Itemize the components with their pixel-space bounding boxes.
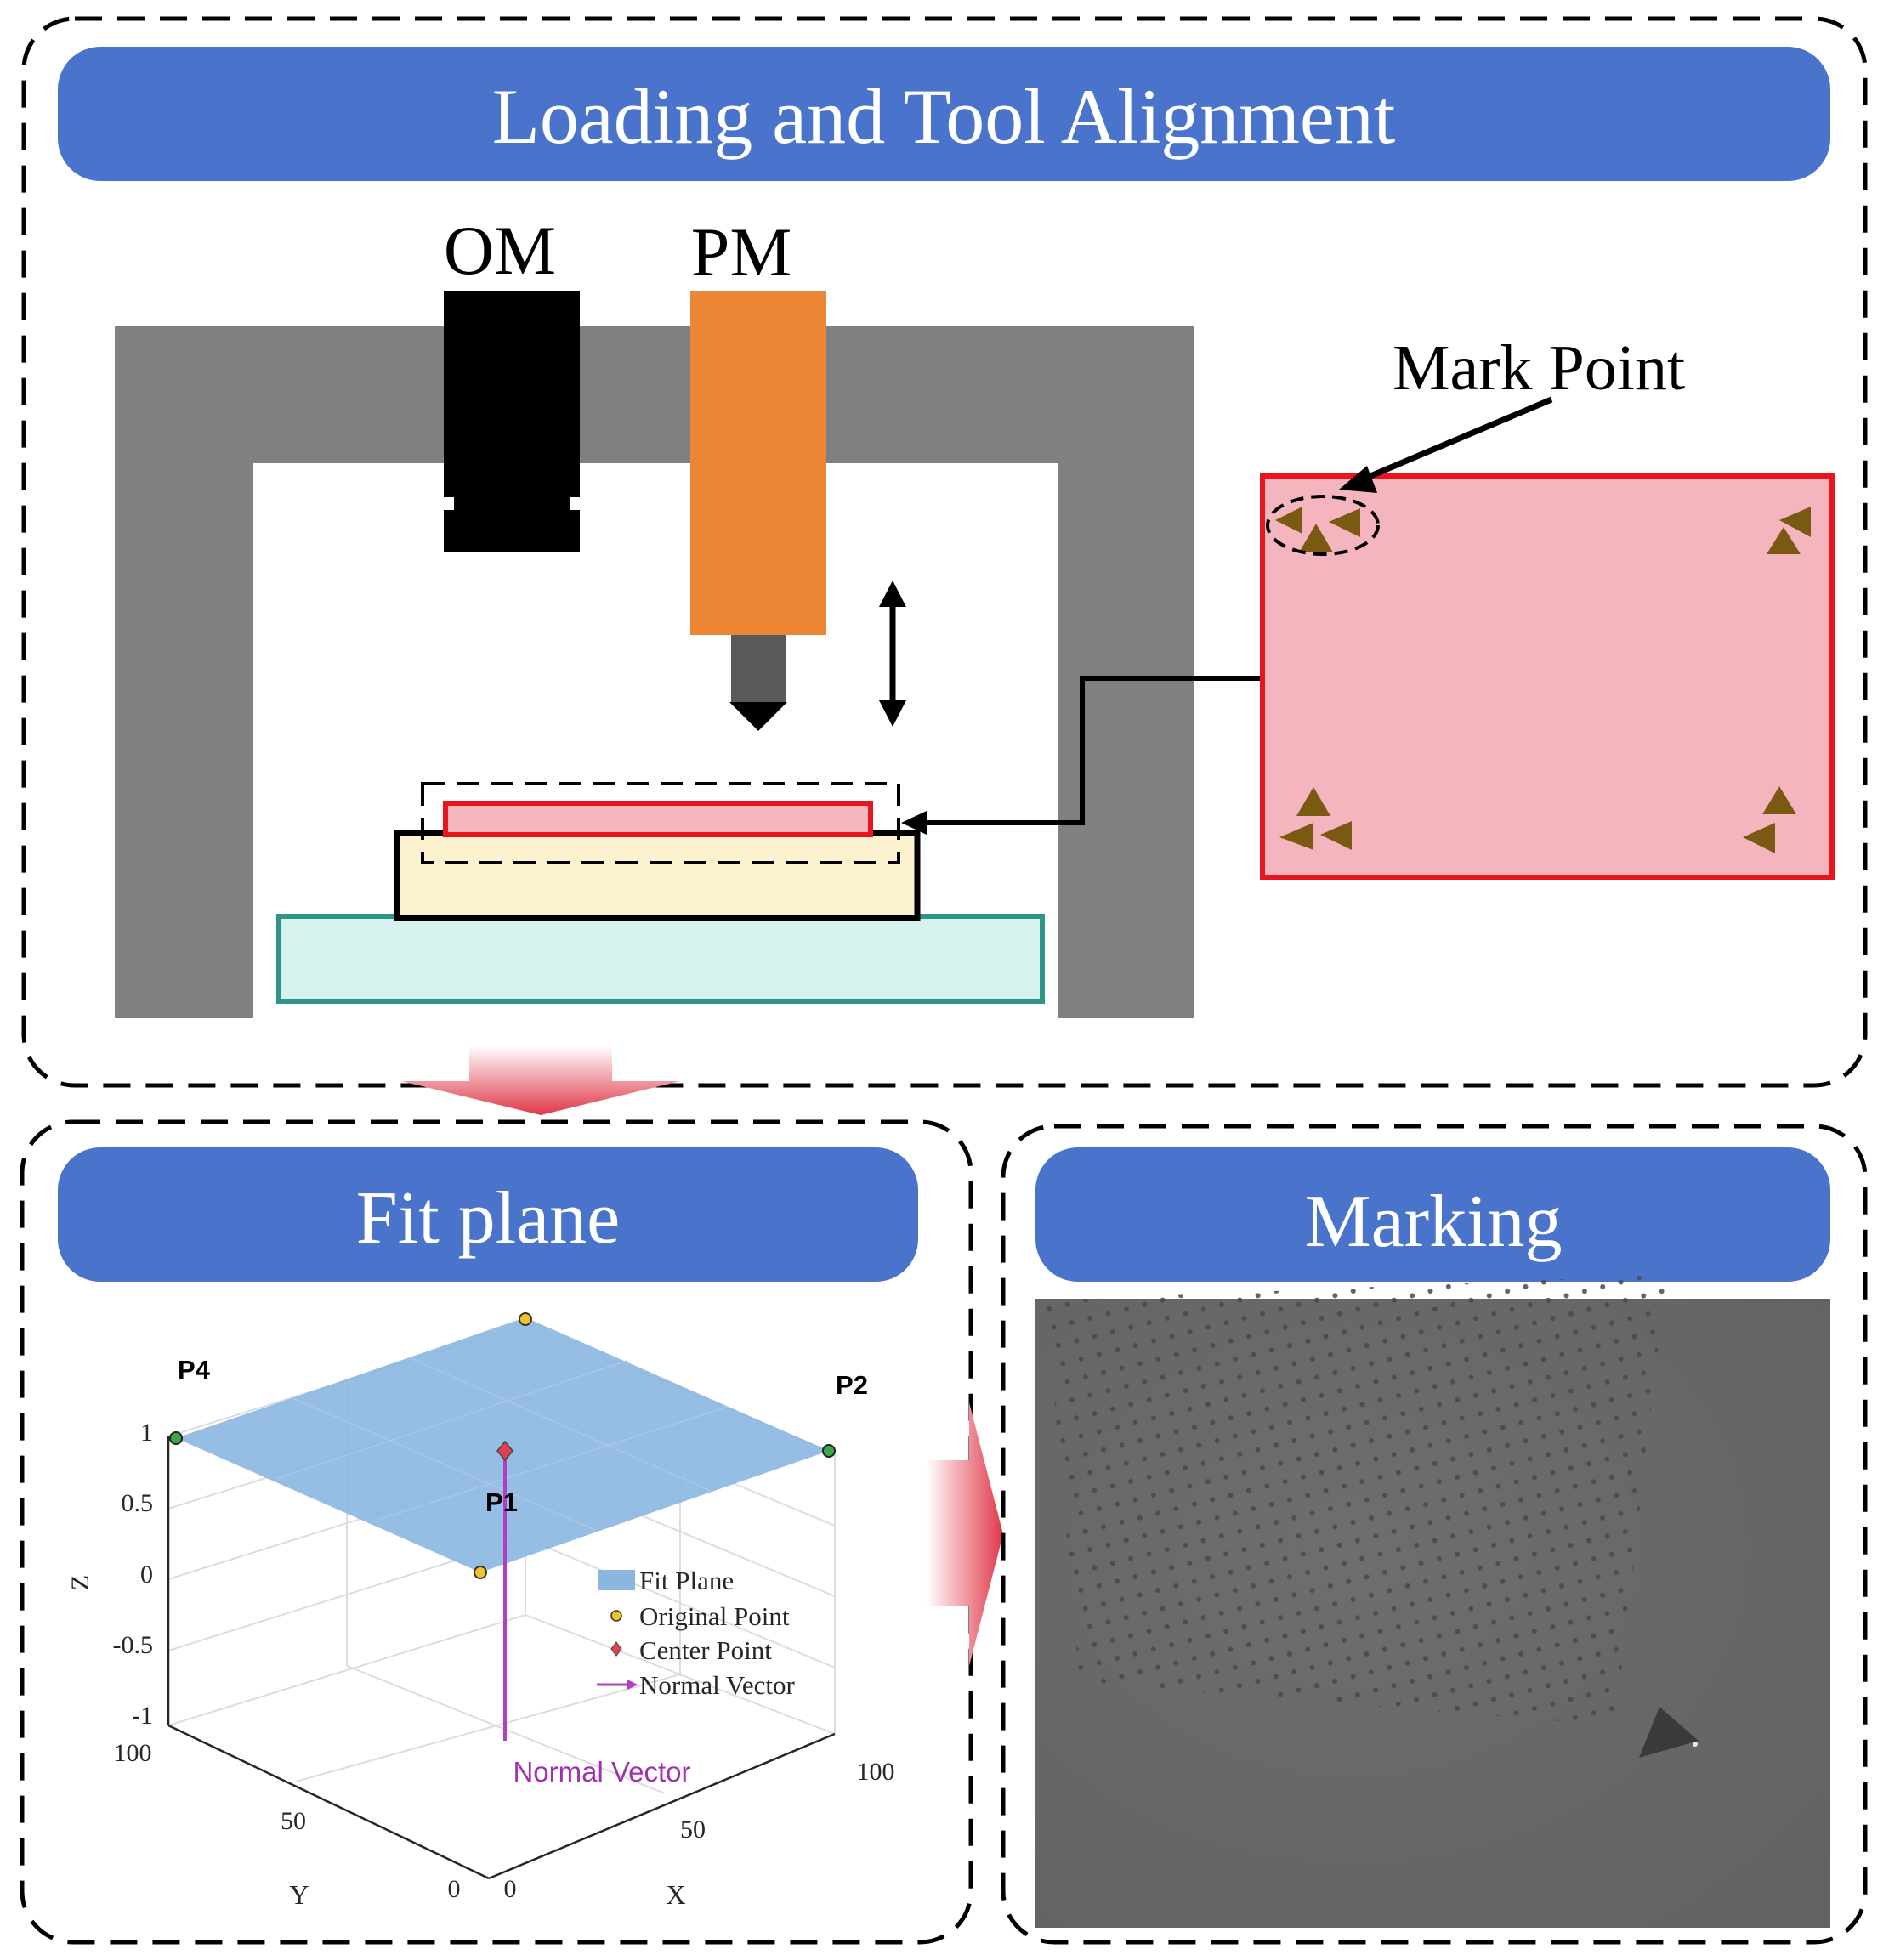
loading-title: Loading and Tool Alignment [492, 73, 1396, 160]
y-axis-label: Y [289, 1879, 309, 1910]
point-label-p1: P1 [485, 1487, 518, 1517]
mark-triangle [1275, 507, 1302, 534]
legend-item: Original Point [639, 1601, 790, 1631]
z-tick: -0.5 [113, 1631, 154, 1659]
xy-stage [276, 914, 1045, 1004]
marking-panel: Marking [1001, 1124, 1868, 1945]
point-label-p2: P2 [836, 1370, 868, 1400]
legend-item: Normal Vector [639, 1670, 795, 1700]
plane-grid [275, 1357, 729, 1531]
fit-plane-title-bar [58, 1147, 918, 1282]
sample [443, 801, 873, 837]
y-tick: 0 [448, 1875, 461, 1903]
legend-swatch-center [610, 1641, 622, 1657]
legend-swatch-original [610, 1610, 622, 1622]
plot-legend: Fit Plane Original Point Center Point No… [597, 1566, 795, 1700]
y-tick: 50 [281, 1807, 306, 1835]
fit-plane-title: Fit plane [356, 1177, 620, 1260]
x-tick: 0 [504, 1875, 517, 1903]
original-point [169, 1431, 183, 1445]
normal-vector-label: Normal Vector [513, 1756, 690, 1787]
micrograph-mark-triangle [1639, 1707, 1699, 1758]
fit-plane-plot: P4 P2 P1 1 0.5 0 -0.5 -1 Z 100 50 0 Y 0 [66, 1312, 895, 1910]
mark-triangles [1275, 507, 1811, 853]
z-tick: 0.5 [122, 1489, 154, 1517]
marked-dot-array [1046, 1275, 1666, 1725]
center-point [496, 1440, 513, 1462]
loading-panel: Loading and Tool Alignment OM PM [21, 16, 1868, 1088]
fit-plane-panel: Fit plane [20, 1119, 973, 1945]
sample-holder [394, 830, 921, 921]
legend-item: Fit Plane [639, 1566, 734, 1595]
micrograph-mark-glint [1693, 1742, 1698, 1747]
zoom-connector-head [901, 811, 927, 835]
x-axis-ticks: 0 50 100 [504, 1758, 895, 1903]
marking-micrograph [1035, 1275, 1830, 1928]
point-label-p4: P4 [178, 1355, 211, 1385]
original-point [474, 1566, 487, 1579]
machine-frame [115, 326, 1194, 1018]
marking-panel-border [1001, 1124, 1868, 1945]
mark-point-arrow-head [1339, 466, 1377, 493]
original-point [822, 1444, 836, 1458]
legend-swatch-normal-head [627, 1680, 638, 1690]
tool-tip [729, 702, 787, 731]
loading-panel-border [21, 16, 1868, 1088]
mark-triangle [1767, 527, 1801, 554]
mark-point-label: Mark Point [1393, 332, 1685, 404]
flow-arrow-down [401, 1045, 680, 1115]
y-tick: 100 [114, 1739, 152, 1767]
mark-triangle [1762, 786, 1796, 814]
mark-triangle [1296, 787, 1330, 816]
mark-triangle [1279, 823, 1313, 850]
processing-module [690, 291, 826, 635]
mark-triangle [1779, 507, 1811, 537]
mark-point-arrow-line [1357, 396, 1553, 484]
x-tick: 50 [680, 1816, 706, 1844]
optical-microscope [444, 291, 580, 552]
flow-arrow-right [927, 1402, 1003, 1666]
vertical-motion-arrow [879, 581, 906, 727]
z-axis-label: Z [66, 1575, 94, 1590]
loading-title-bar [58, 47, 1830, 181]
z-tick: -1 [132, 1702, 153, 1730]
mark-triangle [1320, 821, 1352, 850]
mark-point-highlight [1266, 495, 1380, 556]
om-label: OM [444, 212, 556, 289]
x-axis-label: X [666, 1879, 685, 1910]
y-axis-ticks: 100 50 0 [114, 1739, 461, 1903]
tool-shank [731, 635, 786, 703]
sample-highlight-box [421, 782, 900, 864]
mark-triangle [1743, 823, 1775, 853]
z-axis-ticks: 1 0.5 0 -0.5 -1 [113, 1419, 154, 1730]
mark-triangle [1329, 508, 1360, 537]
x-tick: 100 [857, 1758, 895, 1786]
marking-title-bar [1035, 1147, 1830, 1282]
z-tick: 1 [140, 1419, 153, 1447]
mark-triangle [1299, 524, 1333, 552]
enlarged-sample [1260, 473, 1835, 880]
marking-title: Marking [1304, 1181, 1562, 1263]
legend-swatch-plane [598, 1570, 635, 1590]
zoom-connector [920, 676, 1262, 825]
original-point [519, 1312, 532, 1326]
z-tick: 0 [140, 1561, 153, 1589]
plot-axes [167, 1436, 836, 1880]
pm-label: PM [691, 213, 792, 291]
legend-item: Center Point [639, 1635, 772, 1665]
